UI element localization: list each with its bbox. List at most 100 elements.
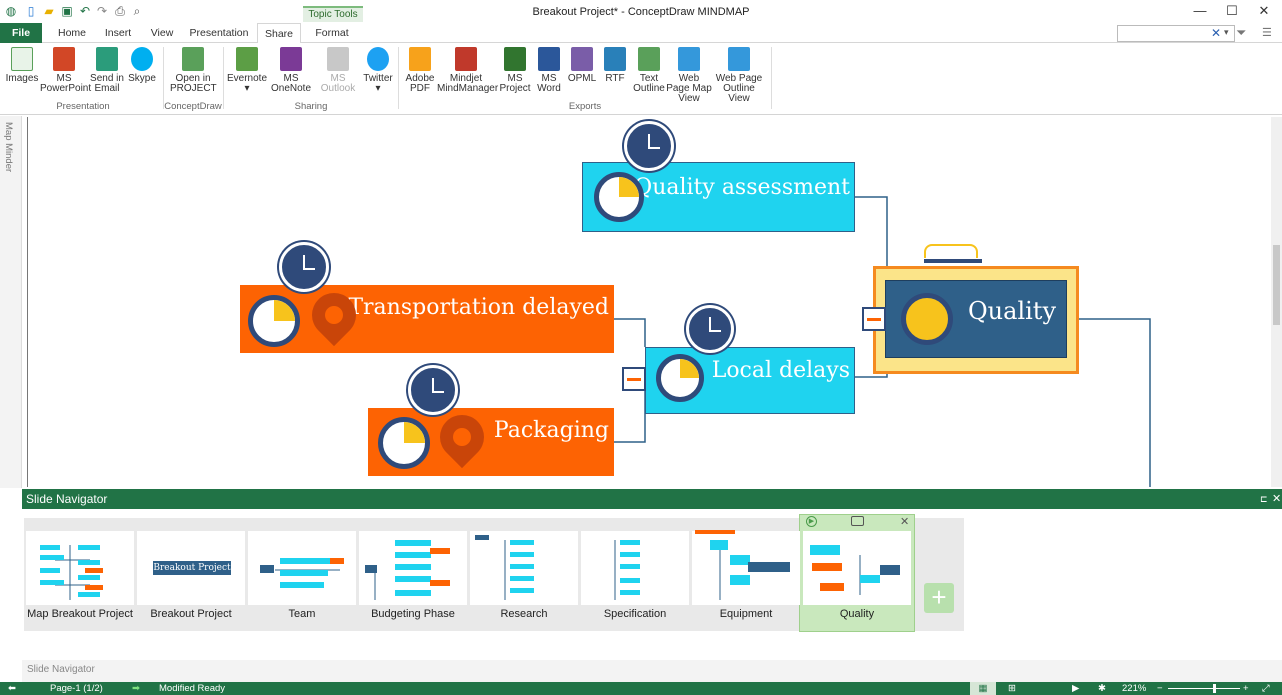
layout-view-icon[interactable]: ▦ <box>970 682 996 695</box>
open-in-project-button[interactable]: Open in PROJECT <box>170 47 217 94</box>
status-text: Modified Ready <box>159 683 226 694</box>
mindjet-button[interactable]: Mindjet MindManager <box>437 47 498 94</box>
images-icon <box>11 47 33 71</box>
zoom-slider-thumb[interactable] <box>1213 684 1216 693</box>
opml-icon <box>571 47 593 71</box>
mindjet-icon <box>455 47 477 71</box>
page-indicator: Page-1 (1/2) <box>50 683 103 694</box>
clear-search-icon[interactable]: ✕ <box>1211 26 1222 40</box>
tab-insert[interactable]: Insert <box>104 27 132 39</box>
play-icon[interactable]: ▶ <box>1072 683 1080 694</box>
ribbon-tabs: File Home Insert View Presentation Share… <box>0 23 1282 44</box>
skype-icon <box>131 47 153 71</box>
evernote-button[interactable]: Evernote▾ <box>226 47 268 94</box>
tab-file[interactable]: File <box>0 23 42 43</box>
minimize-button[interactable]: — <box>1193 3 1207 18</box>
topic-transportation-delayed[interactable]: Transportation delayed <box>240 285 614 353</box>
title-bar: ◍ ▯ ▰ ▣ ↶ ↷ ⎙ ⌕ Breakout Project* - Conc… <box>0 0 1282 24</box>
redo-icon[interactable]: ↷ <box>96 4 108 18</box>
email-icon <box>96 47 118 71</box>
back-arrow-icon[interactable]: ⬅ <box>8 683 16 694</box>
powerpoint-icon <box>53 47 75 71</box>
task-duration-icon <box>656 354 704 402</box>
task-duration-icon <box>901 293 953 345</box>
web-outline-icon <box>728 47 750 71</box>
settings-icon[interactable]: ✱ <box>1098 683 1106 694</box>
twitter-icon <box>367 47 389 71</box>
tab-format[interactable]: Format <box>315 27 349 39</box>
ms-project-button[interactable]: MS Project <box>496 47 534 94</box>
add-slide-button[interactable]: + <box>924 583 954 613</box>
task-duration-icon <box>248 295 300 347</box>
app-logo-icon: ◍ <box>5 4 17 18</box>
camera-icon[interactable] <box>851 516 864 526</box>
separator <box>163 47 164 109</box>
zoom-out-icon[interactable]: − <box>1157 683 1163 694</box>
maximize-button[interactable]: ☐ <box>1226 3 1238 18</box>
close-panel-icon[interactable]: ✕ <box>1272 493 1282 505</box>
separator <box>223 47 224 109</box>
send-email-button[interactable]: Send in Email <box>89 47 125 94</box>
images-button[interactable]: Images <box>4 47 40 84</box>
onenote-icon <box>280 47 302 71</box>
adobe-pdf-button[interactable]: Adobe PDF <box>402 47 438 94</box>
collapse-button[interactable] <box>622 367 646 391</box>
ribbon-options-icon[interactable]: ☰ <box>1262 27 1272 39</box>
view-icon[interactable]: ⊞ <box>1008 683 1016 694</box>
twitter-button[interactable]: Twitter▾ <box>360 47 396 94</box>
open-icon[interactable]: ▰ <box>44 4 54 18</box>
print-preview-icon[interactable]: ⌕ <box>133 4 141 18</box>
topic-label: Local delays <box>711 358 850 383</box>
zoom-slider[interactable] <box>1168 688 1240 689</box>
pin-icon[interactable]: ⊏ <box>1260 494 1268 504</box>
ms-powerpoint-button[interactable]: MS PowerPoint <box>40 47 91 94</box>
ribbon: Images MS PowerPoint Send in Email Skype… <box>0 43 1282 115</box>
tab-home[interactable]: Home <box>57 27 86 39</box>
rtf-button[interactable]: RTF <box>600 47 630 84</box>
window-title: Breakout Project* - ConceptDraw MINDMAP <box>532 6 750 18</box>
ms-onenote-button[interactable]: MS OneNote <box>267 47 315 94</box>
forward-arrow-icon[interactable]: ➡ <box>132 683 140 694</box>
mind-map-canvas[interactable]: Quality assessment Quality Local delays … <box>27 117 1271 487</box>
clock-icon <box>279 242 329 292</box>
separator <box>771 47 772 109</box>
new-icon[interactable]: ▯ <box>27 4 35 18</box>
text-outline-button[interactable]: Text Outline <box>631 47 667 94</box>
map-minder-panel[interactable]: Map Minder <box>0 116 22 488</box>
topic-label: Quality assessment <box>634 175 850 200</box>
zoom-level: 221% <box>1122 683 1147 694</box>
topic-label: Quality <box>968 297 1056 325</box>
collapse-button[interactable] <box>862 307 886 331</box>
skype-button[interactable]: Skype <box>127 47 157 84</box>
web-map-view-button[interactable]: Web Page Map View <box>666 47 712 104</box>
print-icon[interactable]: ⎙ <box>115 4 125 18</box>
slide-preview: Breakout Project <box>137 531 245 605</box>
filter-icon[interactable]: ⏷ <box>1236 25 1247 40</box>
close-button[interactable]: ✕ <box>1258 3 1270 18</box>
text-outline-icon <box>638 47 660 71</box>
pdf-icon <box>409 47 431 71</box>
play-slide-icon[interactable]: ▶ <box>806 516 817 527</box>
chevron-down-icon[interactable]: ▾ <box>1224 27 1229 37</box>
bar-icon <box>924 259 982 263</box>
web-map-icon <box>678 47 700 71</box>
tab-presentation[interactable]: Presentation <box>189 27 249 39</box>
clock-icon <box>624 121 674 171</box>
ms-word-button[interactable]: MS Word <box>534 47 564 94</box>
remove-slide-icon[interactable]: ✕ <box>900 516 910 528</box>
tab-view[interactable]: View <box>150 27 174 39</box>
zoom-in-icon[interactable]: + <box>1243 683 1249 694</box>
fit-page-icon[interactable]: ⤢ <box>1262 683 1270 694</box>
undo-icon[interactable]: ↶ <box>79 4 91 18</box>
brace-icon <box>924 244 978 258</box>
topic-tools-context-tab[interactable]: Topic Tools <box>303 6 363 22</box>
opml-button[interactable]: OPML <box>566 47 598 84</box>
task-duration-icon <box>594 172 644 222</box>
web-outline-view-button[interactable]: Web Page Outline View <box>712 47 766 104</box>
scrollbar-thumb[interactable] <box>1273 245 1280 325</box>
ms-outlook-button[interactable]: MS Outlook <box>316 47 360 94</box>
group-label-exports: Exports <box>568 101 602 112</box>
search-input[interactable] <box>1117 25 1235 42</box>
save-icon[interactable]: ▣ <box>61 4 73 18</box>
